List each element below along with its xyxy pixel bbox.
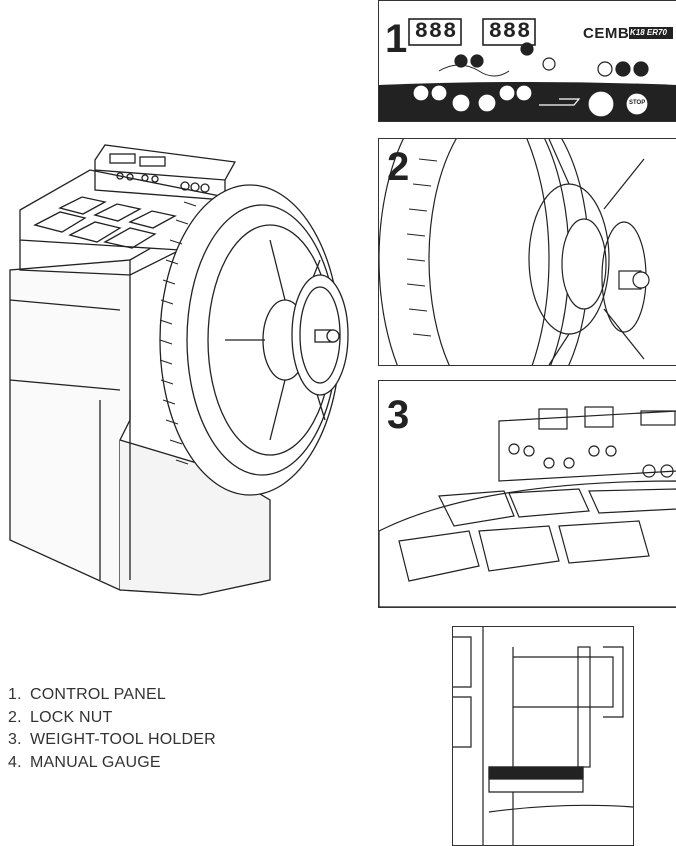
stop-button-label: STOP [629, 100, 646, 106]
legend-label: LOCK NUT [30, 708, 113, 726]
legend-label: WEIGHT-TOOL HOLDER [30, 731, 216, 748]
panel-manual-gauge: 4 [452, 626, 634, 846]
legend-number: 2. [8, 708, 22, 726]
legend-number: 4. [8, 753, 22, 771]
legend-item: 4. MANUAL GAUGE [8, 752, 216, 775]
panel-number: 2 [387, 145, 410, 189]
model-label: K18 ER70 [630, 28, 667, 37]
parts-legend: 1. CONTROL PANEL 2. LOCK NUT 3. WEIGHT-TOOL… [8, 684, 216, 774]
panel-number: 1 [385, 17, 408, 61]
brand-logo: CEMB [583, 25, 630, 42]
panel-lock-nut: 2 [378, 138, 676, 366]
legend-label: MANUAL GAUGE [30, 753, 161, 771]
wheel-balancer-illustration [0, 140, 360, 600]
legend-label: CONTROL PANEL [30, 686, 166, 703]
panel-control-panel: 1 888 888 CEMB K18 ER70 STOP [378, 0, 676, 122]
legend-item: 3. WEIGHT-TOOL HOLDER [8, 729, 216, 752]
panel-weight-tool-holder: 3 [378, 380, 676, 608]
left-display: 888 [414, 19, 458, 44]
right-display: 888 [488, 19, 532, 44]
legend-item: 2. LOCK NUT [8, 707, 216, 730]
legend-number: 1. [8, 686, 22, 703]
legend-item: 1. CONTROL PANEL [8, 684, 216, 707]
legend-number: 3. [8, 731, 22, 748]
panel-number: 3 [387, 393, 410, 437]
